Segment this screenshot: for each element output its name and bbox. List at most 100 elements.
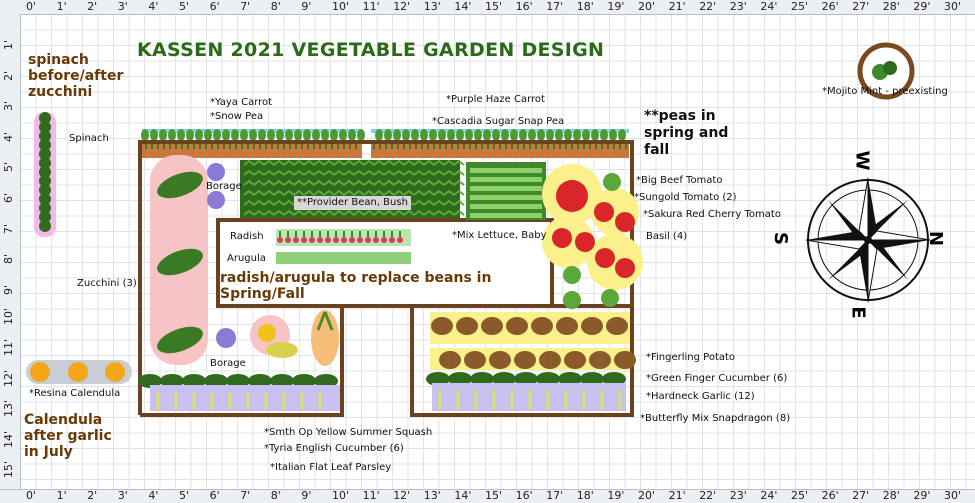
bean-leaf xyxy=(353,179,365,186)
ruler-top-label: 11' xyxy=(362,0,380,13)
radish-note: radish/arugula to replace beans in Sprin… xyxy=(220,270,492,302)
label-spinach: Spinach xyxy=(69,133,109,144)
radish xyxy=(341,237,347,243)
pea-leaf xyxy=(141,129,149,141)
spinach-plant xyxy=(39,184,51,196)
lettuce-row xyxy=(470,186,542,191)
bean-leaf xyxy=(443,169,455,176)
bean-leaf xyxy=(373,159,385,166)
cucumber-leaf xyxy=(204,374,228,388)
bean-leaf xyxy=(443,209,455,216)
tomato xyxy=(595,248,615,268)
potato-row xyxy=(430,312,636,370)
label-radish: Radish xyxy=(230,231,264,242)
bean-leaf xyxy=(293,169,305,176)
lettuce-row xyxy=(470,213,542,218)
calendula-note: Calendula after garlic in July xyxy=(24,412,112,460)
bean-leaf xyxy=(363,179,375,186)
pea-leaf xyxy=(195,129,203,141)
pea-leaf xyxy=(600,129,608,141)
cucumber-leaf xyxy=(580,372,604,386)
bean-leaf xyxy=(243,159,255,166)
ruler-bottom-label: 18' xyxy=(576,489,594,502)
ruler-bottom-label: 30' xyxy=(944,489,962,502)
ruler-bottom-label: 27' xyxy=(852,489,870,502)
cucumber-leaf xyxy=(558,372,582,386)
radish xyxy=(389,237,395,243)
bean-leaf xyxy=(353,189,365,196)
ruler-top-label: 20' xyxy=(638,0,656,13)
ruler-top-label: 24' xyxy=(760,0,778,13)
bean-leaf xyxy=(343,189,355,196)
potato xyxy=(481,317,503,335)
label-mojito-mint: *Mojito Mint - preexisting xyxy=(822,86,948,97)
bean-leaf xyxy=(433,189,445,196)
bean-leaf xyxy=(313,159,325,166)
bean-leaf xyxy=(413,169,425,176)
bean-leaf xyxy=(273,189,285,196)
ruler-top-label: 10' xyxy=(332,0,350,13)
potato xyxy=(431,317,453,335)
ruler-bottom-label: 16' xyxy=(515,489,533,502)
pea-leaf xyxy=(285,129,293,141)
pea-leaf xyxy=(546,129,554,141)
bean-leaf xyxy=(403,179,415,186)
bean-leaf xyxy=(423,189,435,196)
bean-leaf xyxy=(273,209,285,216)
label-green-finger-cucumber: *Green Finger Cucumber (6) xyxy=(646,373,788,384)
bean-leaf xyxy=(273,179,285,186)
ruler-top-label: 25' xyxy=(791,0,809,13)
ruler-top-label: 14' xyxy=(454,0,472,13)
label-parsley: *Italian Flat Leaf Parsley xyxy=(270,462,392,473)
pea-leaf xyxy=(402,129,410,141)
calendula-flower xyxy=(68,362,88,382)
bean-leaf xyxy=(433,199,445,206)
bean-leaf xyxy=(333,179,345,186)
lettuce-row xyxy=(470,168,542,173)
radish xyxy=(381,237,387,243)
ruler-top-label: 22' xyxy=(699,0,717,13)
radish xyxy=(277,237,283,243)
label-yaya-carrot: *Yaya Carrot xyxy=(210,97,273,108)
tomato xyxy=(615,258,635,278)
pea-leaf xyxy=(519,129,527,141)
label-borage-top: Borage xyxy=(206,181,242,192)
ruler-top-label: 23' xyxy=(729,0,747,13)
bean-leaf xyxy=(283,169,295,176)
bean-leaf xyxy=(423,159,435,166)
cucumber-leaf xyxy=(602,372,626,386)
pea-leaf xyxy=(303,129,311,141)
cucumber-leaf xyxy=(492,372,516,386)
label-big-beef-tomato: *Big Beef Tomato xyxy=(636,175,723,186)
bean-leaf xyxy=(283,199,295,206)
label-snow-pea: *Snow Pea xyxy=(210,111,264,122)
pea-leaf xyxy=(474,129,482,141)
pea-leaf xyxy=(276,129,284,141)
spinach-plant xyxy=(39,211,51,223)
ruler-bottom-label: 14' xyxy=(454,489,472,502)
ruler-bottom-label: 6' xyxy=(209,489,220,502)
bean-leaf xyxy=(393,179,405,186)
pea-leaf xyxy=(258,129,266,141)
lettuce-block xyxy=(466,162,546,220)
pea-leaf xyxy=(267,129,275,141)
spinach-note: spinach before/after zucchini xyxy=(28,52,124,100)
pea-leaf xyxy=(420,129,428,141)
bean-leaf xyxy=(443,199,455,206)
radish xyxy=(365,237,371,243)
ruler-top-label: 29' xyxy=(913,0,931,13)
bean-leaf xyxy=(243,169,255,176)
label-hardneck-garlic: *Hardneck Garlic (12) xyxy=(646,391,755,402)
bean-leaf xyxy=(433,169,445,176)
tomato-zone xyxy=(542,164,643,309)
ruler-top-label: 0' xyxy=(26,0,37,13)
bean-leaf xyxy=(363,189,375,196)
ruler-bottom-label: 28' xyxy=(882,489,900,502)
ruler-top-label: 2' xyxy=(87,0,98,13)
bean-leaf xyxy=(393,189,405,196)
pea-leaf xyxy=(213,129,221,141)
bean-leaf xyxy=(343,179,355,186)
bean-leaf xyxy=(303,169,315,176)
cucumber-leaf xyxy=(160,374,184,388)
label-sungold-tomato: *Sungold Tomato (2) xyxy=(634,192,737,203)
